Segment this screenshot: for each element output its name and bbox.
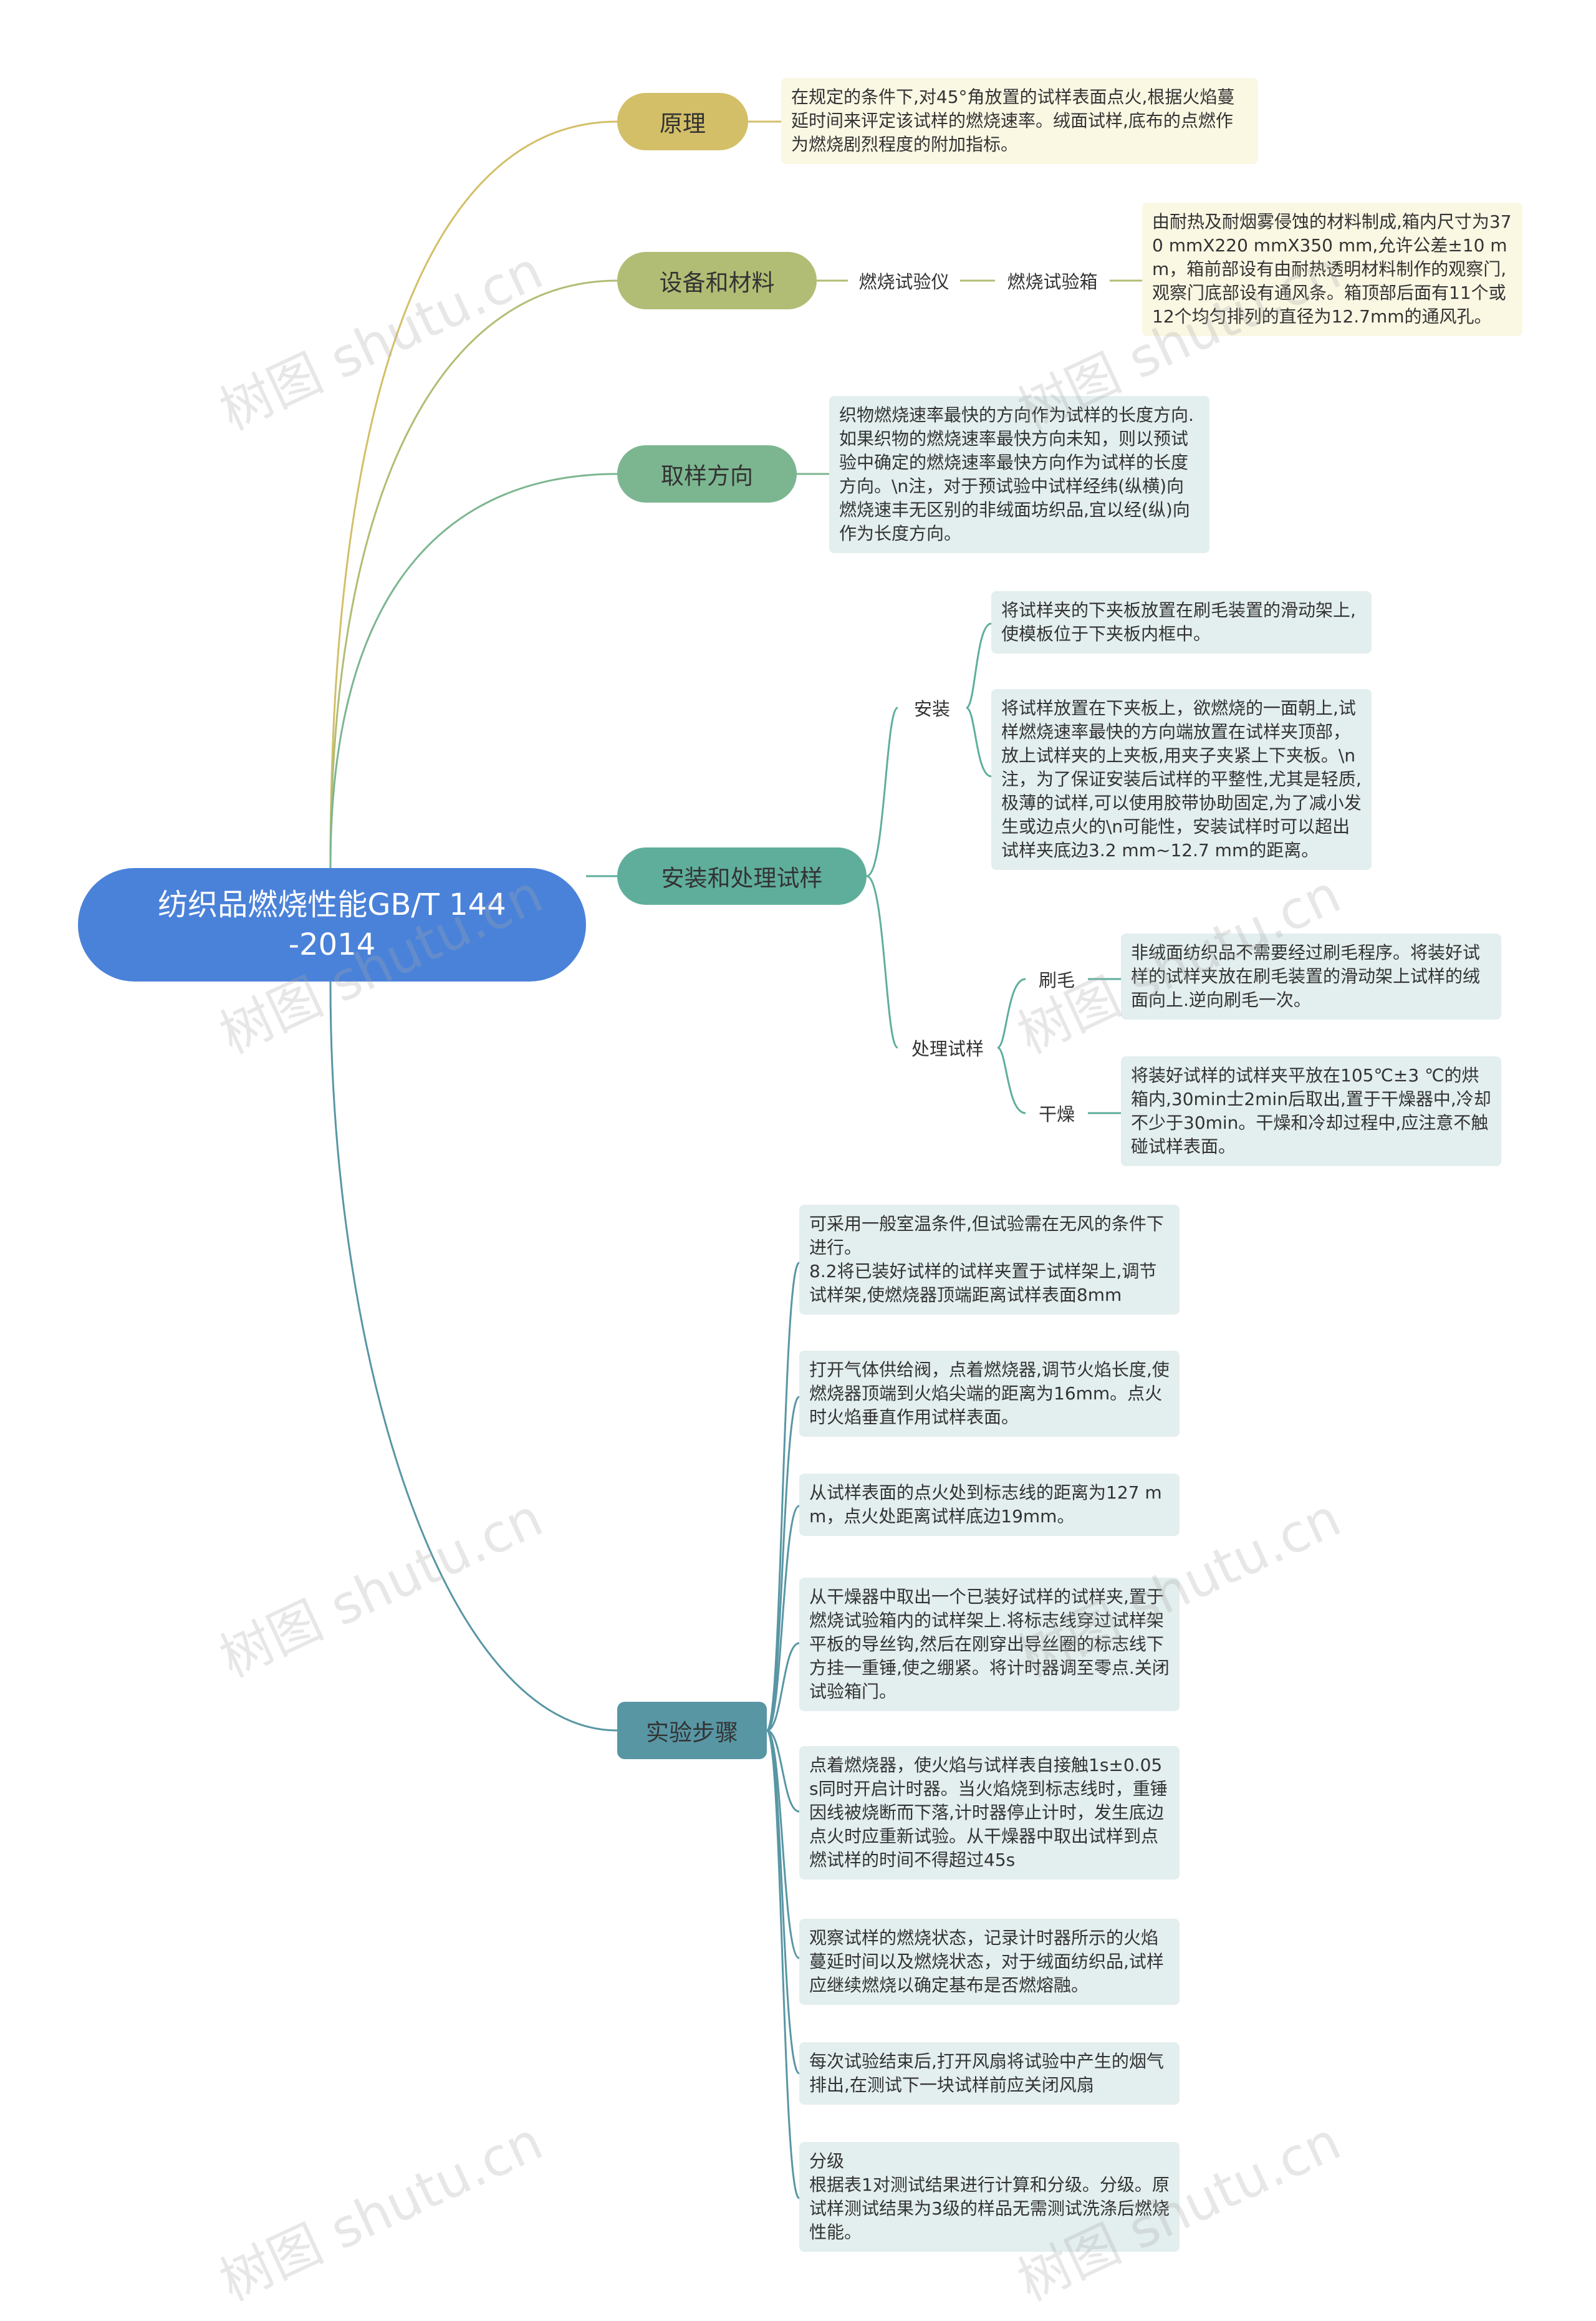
equipment-sub-box[interactable]: 燃烧试验箱 xyxy=(995,263,1110,298)
branch-equipment[interactable]: 设备和材料 xyxy=(617,252,817,309)
step-item: 从干燥器中取出一个已装好试样的试样夹,置于燃烧试验箱内的试样架上.将标志线穿过试… xyxy=(799,1578,1180,1711)
step-item: 点着燃烧器，使火焰与试样表自接触1s±0.05s同时开启计时器。当火焰烧到标志线… xyxy=(799,1746,1180,1879)
root-topic[interactable]: 纺织品燃烧性能GB/T 144 -2014 xyxy=(78,868,586,982)
branch-equipment-label: 设备和材料 xyxy=(659,269,775,296)
step-item: 观察试样的燃烧状态，记录计时器所示的火焰蔓延时间以及燃烧状态，对于绒面纺织品,试… xyxy=(799,1919,1180,2005)
root-topic-label: 纺织品燃烧性能GB/T 144 -2014 xyxy=(158,887,506,962)
equipment-sub-tester[interactable]: 燃烧试验仪 xyxy=(848,263,960,298)
install-treat[interactable]: 处理试样 xyxy=(898,1030,998,1065)
branch-principle-label: 原理 xyxy=(660,110,706,137)
treat-dry[interactable]: 干燥 xyxy=(1026,1096,1088,1131)
treat-brush-text: 非绒面纺织品不需要经过刷毛程序。将装好试样的试样夹放在刷毛装置的滑动架上试样的绒… xyxy=(1121,934,1501,1020)
wire-step-2 xyxy=(766,1396,800,1732)
wire-mount-text2 xyxy=(966,707,992,778)
step-item: 可采用一般室温条件,但试验需在无风的条件下进行。 8.2将已装好试样的试样夹置于… xyxy=(799,1205,1180,1315)
principle-text: 在规定的条件下,对45°角放置的试样表面点火,根据火焰蔓延时间来评定该试样的燃烧… xyxy=(781,78,1258,164)
wire-equipment xyxy=(329,279,618,869)
branch-direction-label: 取样方向 xyxy=(661,463,753,490)
direction-text: 织物燃烧速率最快的方向作为试样的长度方向.如果织物的燃烧速率最快方向未知，则以预… xyxy=(829,396,1209,553)
install-mount-text2: 将试样放置在下夹板上，欲燃烧的一面朝上,试样燃烧速率最快的方向端放置在试样夹顶部… xyxy=(991,689,1372,870)
wire-treat-brush xyxy=(997,978,1026,1049)
step-item: 每次试验结束后,打开风扇将试验中产生的烟气排出,在测试下一块试样前应关闭风扇 xyxy=(799,2042,1180,2105)
branch-steps-label: 实验步骤 xyxy=(646,1719,738,1746)
branch-install[interactable]: 安装和处理试样 xyxy=(617,847,867,905)
wire-mount-text1 xyxy=(966,622,992,709)
branch-direction[interactable]: 取样方向 xyxy=(617,445,797,503)
step-item: 从试样表面的点火处到标志线的距离为127 mm，点火处距离试样底边19mm。 xyxy=(799,1474,1180,1536)
step-item: 分级 根据表1对测试结果进行计算和分级。分级。原试样测试结果为3级的样品无需测试… xyxy=(799,2142,1180,2252)
install-mount[interactable]: 安装 xyxy=(898,690,966,725)
wire-steps xyxy=(329,981,618,1732)
wire-step-7 xyxy=(766,1729,800,2075)
branch-principle[interactable]: 原理 xyxy=(617,93,748,150)
wire-principle xyxy=(329,120,618,869)
install-mount-text1: 将试样夹的下夹板放置在刷毛装置的滑动架上,使模板位于下夹板内框中。 xyxy=(991,591,1372,654)
treat-dry-text: 将装好试样的试样夹平放在105℃±3 ℃的烘箱内,30min士2min后取出,置… xyxy=(1121,1056,1501,1166)
branch-steps[interactable]: 实验步骤 xyxy=(617,1702,767,1759)
wire-step-3 xyxy=(766,1505,800,1732)
wire-step-4 xyxy=(766,1642,800,1732)
equipment-text: 由耐热及耐烟雾侵蚀的材料制成,箱内尺寸为370 mmX220 mmX350 mm… xyxy=(1142,203,1522,336)
step-item: 打开气体供给阀，点着燃烧器,调节火焰长度,使燃烧器顶端到火焰尖端的距离为16mm… xyxy=(799,1351,1180,1437)
wire-install-treat xyxy=(866,875,898,1049)
wire-step-1 xyxy=(766,1262,800,1732)
wire-install-mount xyxy=(866,707,899,877)
wire-step-8 xyxy=(766,1729,800,2199)
wire-treat-dry xyxy=(997,1046,1026,1114)
treat-brush[interactable]: 刷毛 xyxy=(1026,962,1088,996)
branch-install-label: 安装和处理试样 xyxy=(661,865,823,892)
wire-direction xyxy=(329,473,618,869)
wire-step-5 xyxy=(766,1729,800,1813)
